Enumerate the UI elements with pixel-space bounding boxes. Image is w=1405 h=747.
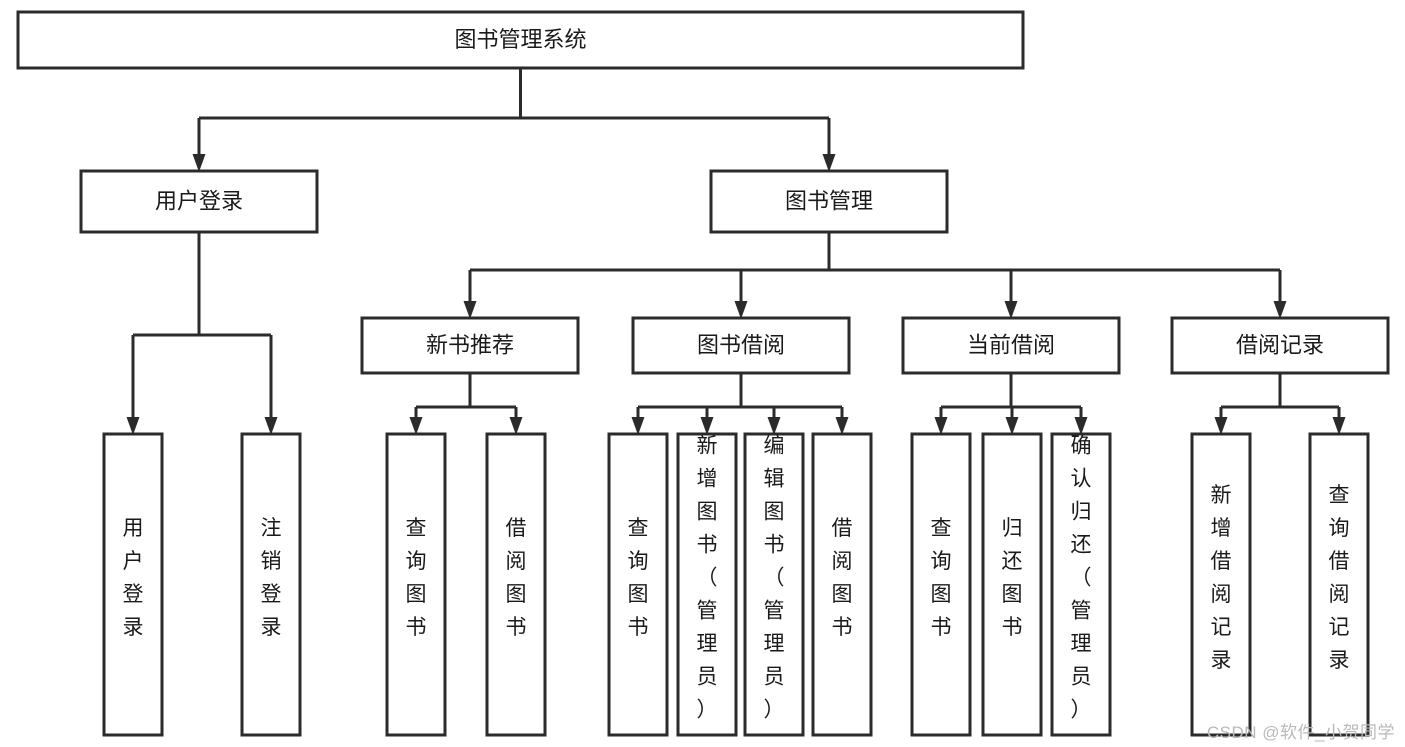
node-label-leaf-query-book-current: 查询图书 — [931, 517, 952, 639]
node-layer: 图书管理系统用户登录图书管理新书推荐图书借阅当前借阅借阅记录用户登录注销登录查询… — [16, 10, 1390, 737]
node-box-leaf-query-book-borrow — [607, 432, 669, 737]
node-label-leaf-confirm-return: 确认归还（管理员） — [1071, 435, 1092, 722]
node-box-leaf-add-borrow-record — [1190, 432, 1252, 737]
node-book-borrow[interactable]: 图书借阅 — [631, 316, 851, 375]
node-box-leaf-borrow-book — [811, 432, 873, 737]
arrow-head-icon-leaf-borrow-book — [835, 417, 849, 435]
arrow-head-icon-leaf-return-book — [1005, 417, 1019, 435]
node-box-leaf-edit-book — [743, 432, 805, 737]
node-leaf-return-book[interactable]: 归还图书 — [981, 432, 1043, 737]
node-label-leaf-edit-book: 编辑图书（管理员） — [764, 435, 785, 722]
node-label-leaf-borrow-book: 借阅图书 — [832, 517, 853, 639]
node-leaf-add-book[interactable]: 新增图书（管理员） — [676, 432, 738, 737]
node-label-leaf-borrow-book-recommend: 借阅图书 — [506, 517, 527, 639]
node-leaf-query-book-current[interactable]: 查询图书 — [910, 432, 972, 737]
node-label-leaf-query-book-recommend: 查询图书 — [406, 517, 427, 639]
arrow-head-icon-leaf-query-book-current — [934, 417, 948, 435]
arrow-head-icon-leaf-logout — [264, 417, 278, 435]
node-leaf-borrow-book-recommend[interactable]: 借阅图书 — [485, 432, 547, 737]
node-box-book-manage — [709, 169, 949, 234]
node-box-leaf-confirm-return — [1050, 432, 1112, 737]
node-box-leaf-return-book — [981, 432, 1043, 737]
node-label-leaf-logout: 注销登录 — [261, 517, 282, 639]
node-box-leaf-logout — [240, 432, 302, 737]
node-box-leaf-query-book-recommend — [385, 432, 447, 737]
node-box-borrow-record — [1170, 316, 1390, 375]
edges-from-root — [192, 68, 836, 172]
node-current-borrow[interactable]: 当前借阅 — [901, 316, 1121, 375]
node-box-leaf-add-book — [676, 432, 738, 737]
node-root[interactable]: 图书管理系统 — [16, 10, 1025, 70]
node-box-new-book-recommend — [360, 316, 580, 375]
arrow-head-icon-book-borrow — [734, 301, 748, 319]
edges-from-book-manage — [463, 232, 1287, 319]
node-new-book-recommend[interactable]: 新书推荐 — [360, 316, 580, 375]
edges-from-user-login — [126, 232, 278, 435]
node-label-leaf-add-borrow-record: 新增借阅记录 — [1211, 484, 1232, 672]
arrow-head-icon-current-borrow — [1004, 301, 1018, 319]
node-label-root: 图书管理系统 — [454, 27, 586, 52]
node-box-user-login — [79, 169, 319, 234]
node-label-current-borrow: 当前借阅 — [967, 332, 1055, 357]
node-leaf-add-borrow-record[interactable]: 新增借阅记录 — [1190, 432, 1252, 737]
node-label-leaf-user-login: 用户登录 — [123, 517, 144, 639]
node-label-book-manage: 图书管理 — [785, 188, 873, 213]
arrow-head-icon-leaf-user-login — [126, 417, 140, 435]
node-leaf-logout[interactable]: 注销登录 — [240, 432, 302, 737]
arrow-head-icon-leaf-add-book — [700, 417, 714, 435]
node-box-leaf-borrow-book-recommend — [485, 432, 547, 737]
node-leaf-borrow-book[interactable]: 借阅图书 — [811, 432, 873, 737]
arrow-head-icon-leaf-confirm-return — [1074, 417, 1088, 435]
arrow-head-icon-leaf-borrow-book-recommend — [509, 417, 523, 435]
arrow-head-icon-leaf-query-book-borrow — [631, 417, 645, 435]
edges-from-new-book-recommend — [409, 373, 523, 435]
arrow-head-icon-leaf-edit-book — [767, 417, 781, 435]
edges-from-current-borrow — [934, 373, 1088, 435]
node-label-book-borrow: 图书借阅 — [697, 332, 785, 357]
node-leaf-user-login[interactable]: 用户登录 — [102, 432, 164, 737]
arrow-head-icon-borrow-record — [1273, 301, 1287, 319]
node-label-new-book-recommend: 新书推荐 — [426, 332, 514, 357]
arrow-head-icon-new-book-recommend — [463, 301, 477, 319]
node-leaf-query-borrow-record[interactable]: 查询借阅记录 — [1308, 432, 1370, 737]
arrow-head-icon-book-manage — [822, 154, 836, 172]
edges-from-borrow-record — [1214, 373, 1346, 435]
node-label-borrow-record: 借阅记录 — [1236, 332, 1324, 357]
arrow-head-icon-leaf-add-borrow-record — [1214, 417, 1228, 435]
node-box-root — [16, 10, 1025, 70]
node-user-login[interactable]: 用户登录 — [79, 169, 319, 234]
node-label-leaf-return-book: 归还图书 — [1002, 517, 1023, 639]
arrow-head-icon-leaf-query-borrow-record — [1332, 417, 1346, 435]
node-box-leaf-query-borrow-record — [1308, 432, 1370, 737]
node-box-current-borrow — [901, 316, 1121, 375]
arrow-head-icon-leaf-query-book-recommend — [409, 417, 423, 435]
node-leaf-query-book-borrow[interactable]: 查询图书 — [607, 432, 669, 737]
node-box-leaf-query-book-current — [910, 432, 972, 737]
node-book-manage[interactable]: 图书管理 — [709, 169, 949, 234]
node-borrow-record[interactable]: 借阅记录 — [1170, 316, 1390, 375]
node-label-leaf-add-book: 新增图书（管理员） — [697, 435, 718, 722]
node-label-leaf-query-book-borrow: 查询图书 — [628, 517, 649, 639]
node-leaf-edit-book[interactable]: 编辑图书（管理员） — [743, 432, 805, 737]
node-leaf-confirm-return[interactable]: 确认归还（管理员） — [1050, 432, 1112, 737]
node-leaf-query-book-recommend[interactable]: 查询图书 — [385, 432, 447, 737]
edges-from-book-borrow — [631, 373, 849, 435]
node-label-leaf-query-borrow-record: 查询借阅记录 — [1329, 484, 1350, 672]
arrow-head-icon-user-login — [192, 154, 206, 172]
node-label-user-login: 用户登录 — [155, 188, 243, 213]
node-box-leaf-user-login — [102, 432, 164, 737]
node-box-book-borrow — [631, 316, 851, 375]
connector-layer — [126, 68, 1346, 435]
